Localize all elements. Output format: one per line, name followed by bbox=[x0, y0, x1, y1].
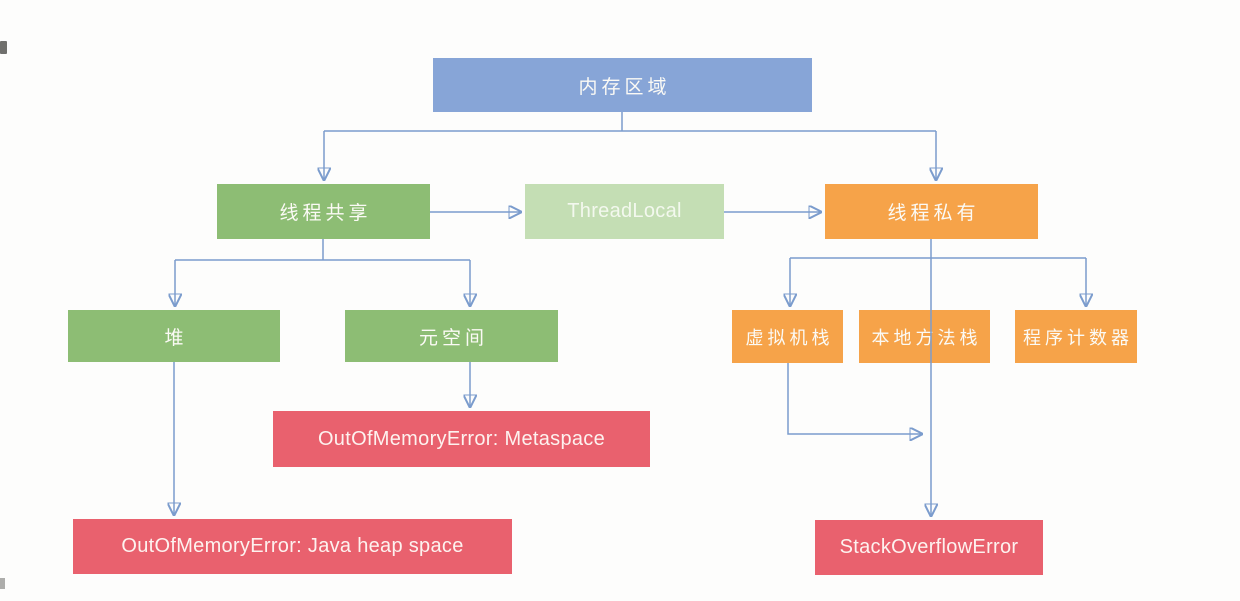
scan-artifact bbox=[0, 41, 7, 54]
node-thread-local: ThreadLocal bbox=[525, 184, 724, 239]
node-oom-metaspace: OutOfMemoryError: Metaspace bbox=[273, 411, 650, 467]
node-thread-shared: 线程共享 bbox=[217, 184, 430, 239]
scan-artifact bbox=[0, 578, 5, 589]
node-memory-region: 内存区域 bbox=[433, 58, 812, 112]
node-vm-stack: 虚拟机栈 bbox=[732, 310, 843, 363]
node-thread-private: 线程私有 bbox=[825, 184, 1038, 239]
node-program-counter: 程序计数器 bbox=[1015, 310, 1137, 363]
node-oom-java-heap-space: OutOfMemoryError: Java heap space bbox=[73, 519, 512, 574]
edge-vmstack-merge bbox=[787, 363, 921, 434]
node-stack-overflow-error: StackOverflowError bbox=[815, 520, 1043, 575]
node-native-method-stack: 本地方法栈 bbox=[859, 310, 990, 363]
node-metaspace: 元空间 bbox=[345, 310, 558, 362]
node-heap: 堆 bbox=[68, 310, 280, 362]
